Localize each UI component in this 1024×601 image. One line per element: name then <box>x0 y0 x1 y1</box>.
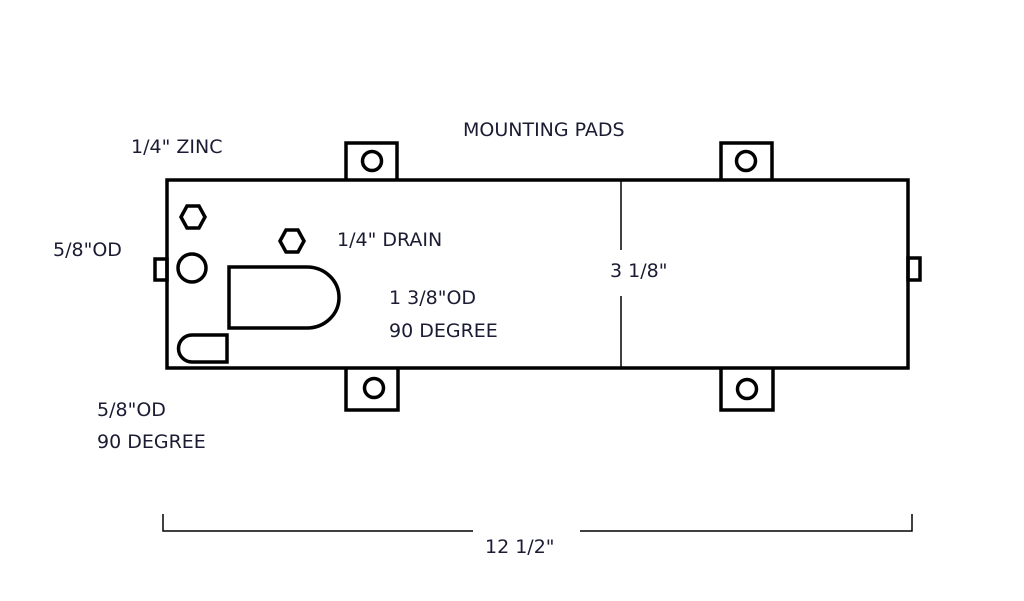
drain-label: 1/4" DRAIN <box>337 229 442 251</box>
right-tab <box>906 256 922 282</box>
mounting-pad-top-left <box>344 141 399 180</box>
inlet-port-icon <box>176 252 208 284</box>
mounting-pad-bottom-left <box>344 368 400 412</box>
large-elbow-icon <box>227 265 341 330</box>
bolt-hole-icon <box>360 149 384 173</box>
width-label: 3 1/8" <box>610 260 667 282</box>
inlet-od-label: 5/8"OD <box>53 239 122 261</box>
zinc-label: 1/4" ZINC <box>131 136 222 158</box>
large-elbow-od-label: 1 3/8"OD <box>389 287 476 309</box>
large-elbow-angle-label: 90 DEGREE <box>389 320 498 342</box>
mounting-pads-label: MOUNTING PADS <box>463 119 625 141</box>
left-tab <box>153 257 169 282</box>
drain-hex-icon <box>278 228 306 254</box>
small-elbow-angle-label: 90 DEGREE <box>97 431 206 453</box>
mounting-pad-top-right <box>719 141 774 180</box>
length-label: 12 1/2" <box>485 536 555 558</box>
length-dimension-line-left <box>162 514 473 532</box>
bolt-hole-icon <box>735 377 759 401</box>
length-dimension-line-right <box>580 514 913 532</box>
small-elbow-od-label: 5/8"OD <box>97 399 166 421</box>
mounting-pad-bottom-right <box>719 368 775 412</box>
housing-body <box>165 178 910 370</box>
bolt-hole-icon <box>362 376 386 400</box>
bolt-hole-icon <box>734 149 758 173</box>
small-elbow-icon <box>176 333 229 364</box>
zinc-hex-icon <box>179 204 207 230</box>
